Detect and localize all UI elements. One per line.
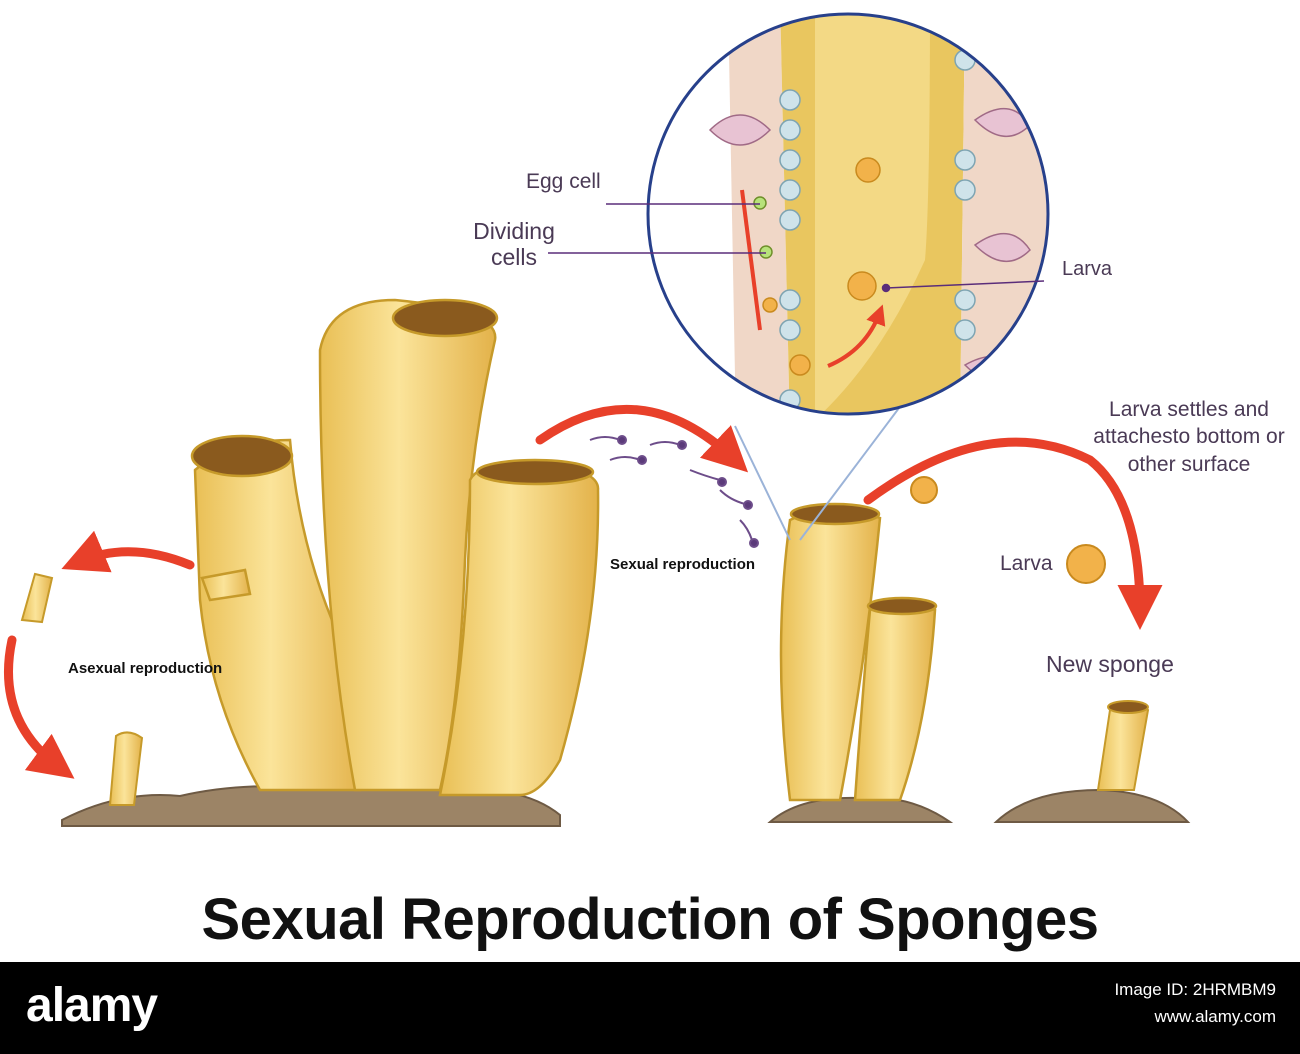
new-sponge: [1096, 700, 1150, 791]
label-larva-inset: Larva: [1062, 258, 1113, 280]
soil-mounds: [61, 783, 1191, 827]
inset-magnified-wall: [646, 12, 1050, 416]
label-dividing-cells: Dividing cells: [473, 218, 555, 271]
cycle-arrows: [4, 404, 1163, 779]
label-asexual-reproduction: Asexual reproduction: [68, 660, 223, 677]
label-egg-cell: Egg cell: [526, 170, 601, 193]
label-larva-settles: Larva settles and attachesto bottom or o…: [1093, 398, 1285, 476]
site-url: www.alamy.com: [1154, 1007, 1276, 1027]
stock-footer: alamy Image ID: 2HRMBM9 www.alamy.com: [0, 962, 1300, 1054]
middle-sponges: [779, 502, 938, 802]
parent-sponge-cluster: [190, 298, 600, 797]
zoom-connectors: [734, 399, 906, 541]
image-meta: Image ID: 2HRMBM9 www.alamy.com: [1114, 976, 1276, 1030]
label-new-sponge: New sponge: [1046, 651, 1174, 677]
image-id: Image ID: 2HRMBM9: [1114, 980, 1276, 999]
sponge-reproduction-diagram: Egg cell Dividing cells Larva Larva sett…: [4, 12, 1285, 952]
leader-lines: [548, 203, 1045, 293]
diagram-title: Sexual Reproduction of Sponges: [201, 887, 1099, 952]
diagram-artwork: [4, 12, 1191, 827]
asexual-fragments: [20, 572, 144, 806]
label-larva: Larva: [1000, 552, 1053, 575]
brand-logo: alamy: [26, 979, 158, 1032]
label-sexual-reproduction: Sexual reproduction: [610, 556, 756, 573]
sperm-cells: [589, 435, 759, 548]
free-larvae: [910, 476, 1106, 584]
